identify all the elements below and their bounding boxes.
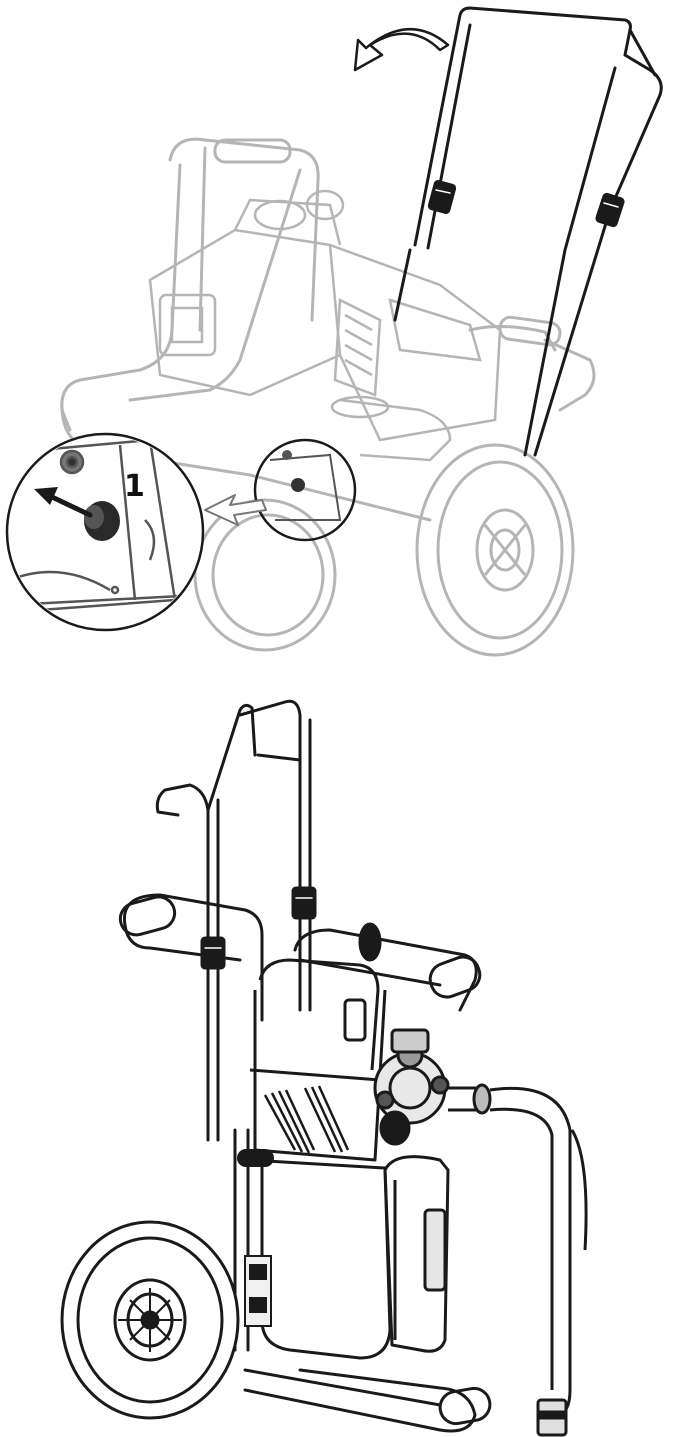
- upright-pump-head: [373, 1028, 588, 1437]
- top-illustration-panel: 1: [0, 0, 676, 670]
- faded-wheel-left: [193, 498, 337, 652]
- magnifier-callout: [5, 432, 205, 632]
- upright-handle: [155, 699, 317, 1142]
- upright-hose-coil: [237, 1149, 274, 1327]
- folding-handle: [393, 6, 663, 457]
- callout-number: 1: [124, 469, 145, 504]
- pull-arrow-icon: [204, 494, 267, 526]
- faded-wheel-right: [415, 443, 575, 657]
- faded-cart-frame: [60, 137, 596, 522]
- bottom-illustration-panel: [0, 690, 676, 1437]
- upright-front-cover: [383, 1155, 450, 1353]
- upright-wheel: [60, 1220, 240, 1420]
- detail-source-circle: [253, 438, 357, 542]
- rotate-arrow-icon: [353, 28, 450, 72]
- upright-motor-body: [249, 922, 392, 1360]
- upright-sprayer-drawing: [60, 699, 588, 1437]
- faded-motor-body: [148, 189, 502, 462]
- tilted-sprayer-drawing: 1: [5, 6, 663, 657]
